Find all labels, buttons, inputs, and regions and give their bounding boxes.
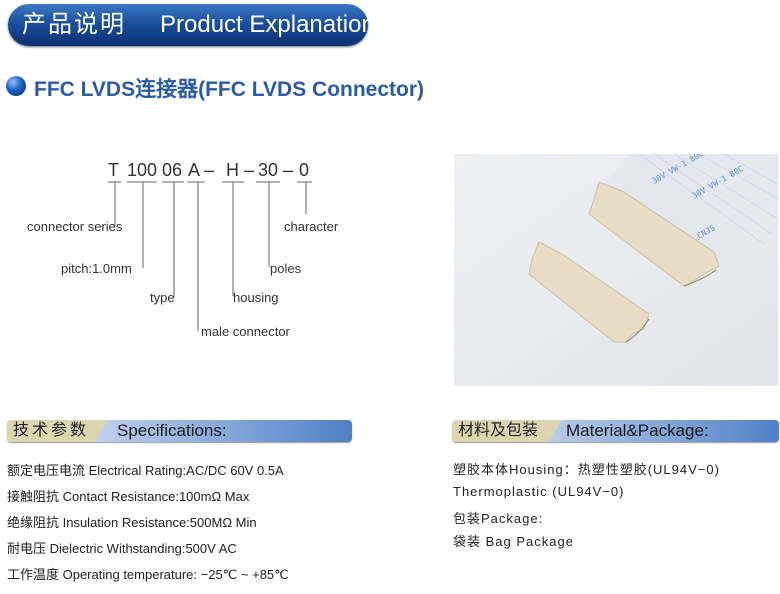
dash: –: [244, 160, 255, 180]
specs-heading-en: Specifications:: [117, 421, 227, 440]
bullet-icon: [6, 76, 26, 96]
spec-item: 绝缘阻抗 Insulation Resistance:500MΩ Min: [7, 515, 257, 530]
underline-male: [187, 181, 205, 331]
spec-item: 接触阻抗 Contact Resistance:100mΩ Max: [7, 489, 250, 504]
spec-item: 额定电压电流 Electrical Rating:AC/DC 60V 0.5A: [7, 463, 284, 478]
header-tab: [7, 420, 107, 442]
code-type: 06: [162, 160, 183, 180]
underline-housing: [222, 181, 244, 296]
specs-heading-zh: 技术参数: [13, 422, 90, 439]
label-type: type: [150, 290, 175, 305]
header-title-en: Product Explanation: [160, 11, 375, 38]
label-character: character: [284, 219, 339, 234]
code-pitch: 100: [127, 160, 158, 180]
product-photo: 30V VW-1 80C 30V VW-1 80C CNJS: [454, 154, 778, 386]
header-title-zh: 产品说明: [22, 11, 126, 38]
dash: –: [204, 160, 215, 180]
material-item: 塑胶本体Housing：热塑性塑胶(UL94V−0): [453, 462, 720, 477]
specifications-header: 技术参数 Specifications:: [7, 420, 352, 442]
code-housing: H: [226, 160, 239, 180]
label-poles: poles: [270, 261, 302, 276]
code-series: T: [108, 160, 119, 180]
material-heading-en: Material&Package:: [566, 421, 709, 440]
underline-type: [162, 181, 184, 297]
material-item: Thermoplastic (UL94V−0): [453, 484, 625, 499]
code-poles: 30: [258, 160, 279, 180]
spec-item: 耐电压 Dielectric Withstanding:500V AC: [7, 541, 237, 556]
material-header: 材料及包装 Material&Package:: [452, 420, 779, 442]
dash: –: [283, 160, 294, 180]
product-title: FFC LVDS连接器(FFC LVDS Connector): [34, 78, 425, 101]
spec-item: 工作温度 Operating temperature: −25℃ ~ +85℃: [7, 567, 289, 582]
underline-pitch: [127, 181, 157, 268]
material-heading-zh: 材料及包装: [458, 422, 539, 439]
label-series: connector series: [27, 219, 123, 234]
code-character: 0: [299, 160, 310, 180]
underline-series: [108, 181, 121, 226]
label-housing: housing: [233, 290, 279, 305]
underline-poles: [256, 181, 280, 267]
material-item: 袋装 Bag Package: [453, 534, 574, 549]
underline-character: [297, 181, 312, 214]
label-pitch: pitch:1.0mm: [61, 261, 132, 276]
section-header-product-explanation: 产品说明 Product Explanation: [8, 4, 375, 46]
material-item: 包装Package:: [453, 511, 544, 526]
code-male: A: [188, 160, 201, 180]
label-male: male connector: [201, 324, 290, 339]
header-tab: [452, 420, 562, 442]
